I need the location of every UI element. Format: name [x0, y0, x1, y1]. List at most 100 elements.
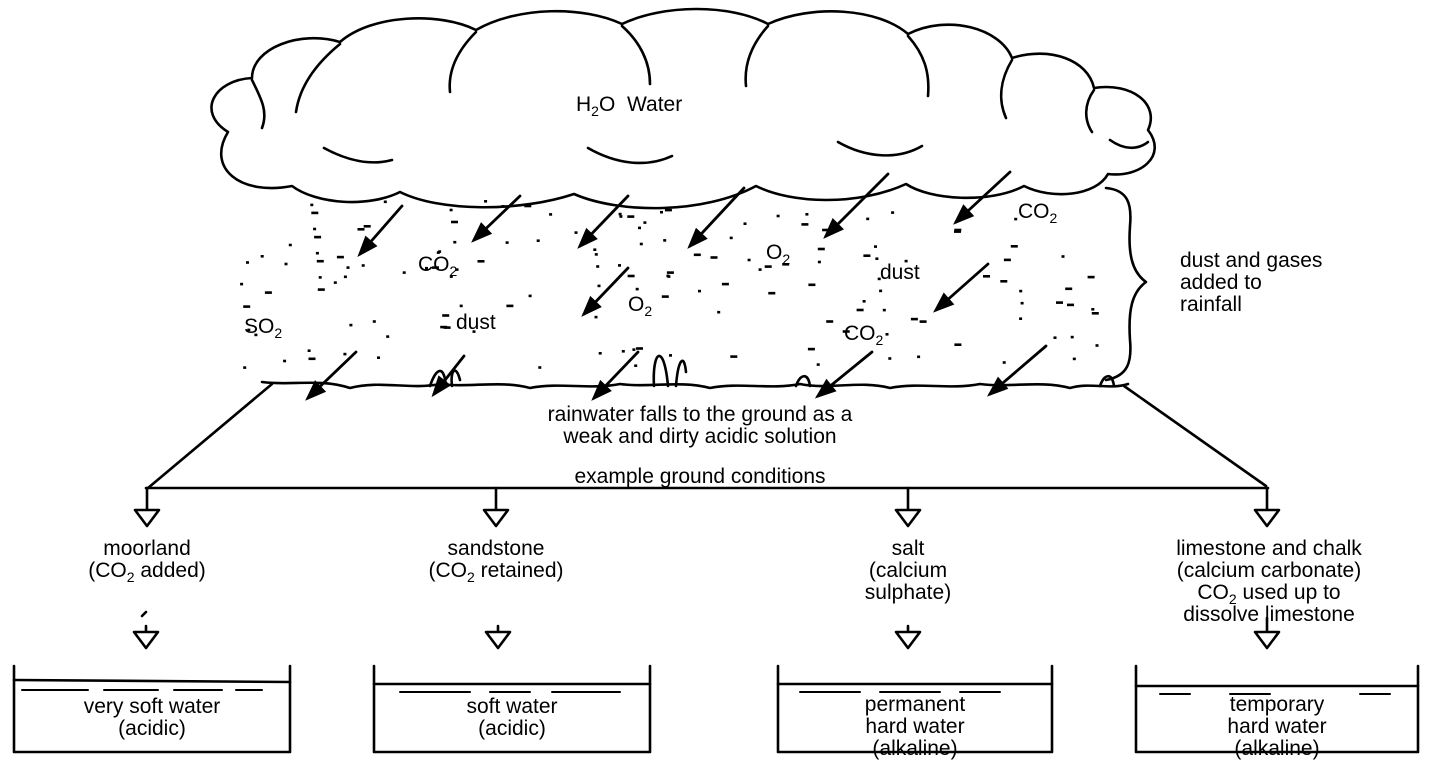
dust-speck [954, 228, 962, 232]
dust-speck [363, 225, 371, 228]
gas-o2-label: O2 [628, 293, 653, 319]
rain-arrowhead [823, 218, 844, 239]
dust-speck [307, 349, 311, 352]
dust-speck [501, 205, 505, 208]
dust-speck [361, 264, 365, 267]
dust-speck [449, 208, 453, 212]
dust-speck [317, 288, 325, 291]
dust-speck [874, 245, 877, 248]
funnel-right-edge [1122, 384, 1268, 488]
dust-speck [743, 222, 747, 225]
tank-4-outline [1134, 664, 1420, 754]
dust-speck [343, 275, 347, 279]
dust-speck [1056, 301, 1063, 304]
dust-speck [826, 320, 834, 323]
dust-speck [343, 352, 347, 356]
dust-speck [383, 200, 387, 204]
dust-speck [386, 335, 390, 338]
dust-speck [283, 359, 287, 363]
dust-speck [862, 300, 866, 303]
dust-speck [243, 366, 247, 369]
dust-speck [538, 366, 542, 369]
dust-speck [1014, 217, 1018, 221]
dust-speck [730, 355, 738, 358]
dust-speck [357, 228, 365, 231]
dust-speck [260, 255, 264, 258]
dust-speck [402, 271, 406, 274]
dust-speck [318, 276, 322, 279]
dust-speck [459, 304, 463, 308]
dust-speck [477, 260, 485, 263]
dust-speck [451, 220, 458, 224]
dust-speck [904, 259, 908, 263]
dust-speck [888, 357, 892, 360]
dust-speck [635, 287, 639, 291]
dust-speck [528, 294, 532, 298]
dust-speck [1019, 289, 1023, 293]
dust-speck [372, 320, 376, 323]
dust-speck [710, 256, 718, 259]
dust-speck [866, 217, 870, 221]
dust-speck [1053, 336, 1057, 339]
ground-type-salt: salt (calcium sulphate) [864, 537, 952, 604]
dust-speck [346, 266, 350, 269]
dust-speck [619, 215, 623, 218]
dust-speck [638, 226, 641, 230]
dust-speck [316, 259, 324, 263]
dust-speck [1020, 301, 1024, 305]
result-very-soft-water: very soft water (acidic) [83, 695, 221, 740]
dust-speck [782, 263, 790, 266]
rain-arrowhead [953, 204, 975, 225]
dust-speck [664, 208, 672, 212]
dust-speck [983, 275, 990, 278]
dust-speck [594, 253, 598, 256]
dust-speck [910, 317, 918, 321]
gas-co2-label: CO2 [1018, 200, 1058, 226]
dust-speck [817, 260, 821, 264]
dust-speck [1072, 357, 1076, 361]
dust-speck [594, 315, 598, 319]
rain-arrowhead [687, 227, 708, 249]
dust-speck [308, 357, 316, 361]
gas-co2-label: CO2 [418, 253, 458, 279]
tank-1-outline [12, 664, 292, 754]
ground-note: rainwater falls to the ground as a weak … [547, 403, 853, 448]
gas-so2-label: SO2 [244, 315, 283, 341]
ground-type-limestone: limestone and chalk (calcium carbonate) … [1176, 537, 1362, 626]
dust-speck [288, 243, 292, 247]
dust-speck [472, 330, 476, 333]
rain-arrowhead [357, 235, 378, 258]
dust-speck [333, 281, 337, 284]
dust-speck [449, 275, 453, 278]
dust-speck [349, 323, 353, 327]
dust-speck [436, 251, 440, 254]
dust-speck [247, 328, 251, 332]
dust-speck [667, 275, 671, 278]
dust-speck [882, 308, 886, 312]
result-temporary-hard-water: temporary hard water (alkaline) [1227, 693, 1327, 760]
dust-label: dust [456, 311, 496, 334]
dust-speck [1067, 303, 1074, 307]
arrowhead-6 [484, 630, 512, 650]
dust-speck [717, 310, 721, 314]
dust-speck [315, 251, 319, 255]
dust-speck [1087, 275, 1095, 279]
dust-speck [643, 221, 647, 224]
dust-speck [661, 295, 669, 298]
rain-arrowhead [577, 227, 598, 249]
dust-speck [636, 347, 643, 350]
dust-speck [875, 257, 879, 260]
tank-3-outline [776, 664, 1054, 754]
dust-speck [336, 255, 344, 259]
arrowhead-2 [482, 508, 510, 528]
rain-arrowhead [986, 376, 1009, 397]
dust-speck [693, 253, 701, 257]
gas-o2-label: O2 [766, 241, 791, 267]
dust-speck [1003, 258, 1011, 262]
rain-arrowhead [581, 295, 602, 317]
dust-speck [593, 248, 597, 251]
dust-speck [856, 308, 864, 312]
dust-speck [1091, 312, 1099, 315]
dust-speck [1065, 287, 1073, 291]
